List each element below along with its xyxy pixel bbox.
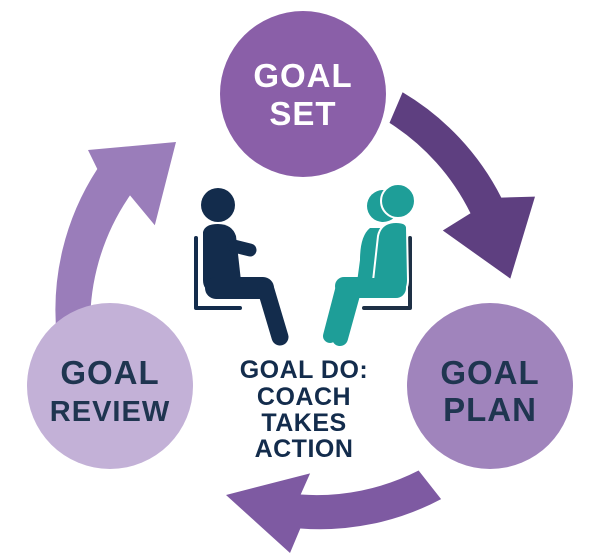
goal-review-node xyxy=(27,303,193,469)
goal-plan-label: PLAN xyxy=(443,391,537,428)
center-caption-line: COACH xyxy=(257,383,351,411)
goal-review-label: GOAL xyxy=(60,354,159,391)
goal-review-label: REVIEW xyxy=(50,396,170,428)
center-caption-line: ACTION xyxy=(255,435,354,463)
goal-plan-node xyxy=(407,303,573,469)
arrow-plan-to-review xyxy=(226,470,442,553)
arrow-review-to-set xyxy=(55,142,177,338)
arrow-set-to-plan xyxy=(389,92,535,279)
goal-plan-label: GOAL xyxy=(440,354,539,391)
client-seated-icon xyxy=(323,183,416,346)
goal-set-label: SET xyxy=(269,95,336,132)
center-caption-line: TAKES xyxy=(261,409,346,437)
coach-seated-icon xyxy=(194,188,289,346)
center-caption-line: GOAL DO: xyxy=(240,356,369,384)
goal-set-node xyxy=(220,11,386,177)
goal-set-label: GOAL xyxy=(253,57,352,94)
